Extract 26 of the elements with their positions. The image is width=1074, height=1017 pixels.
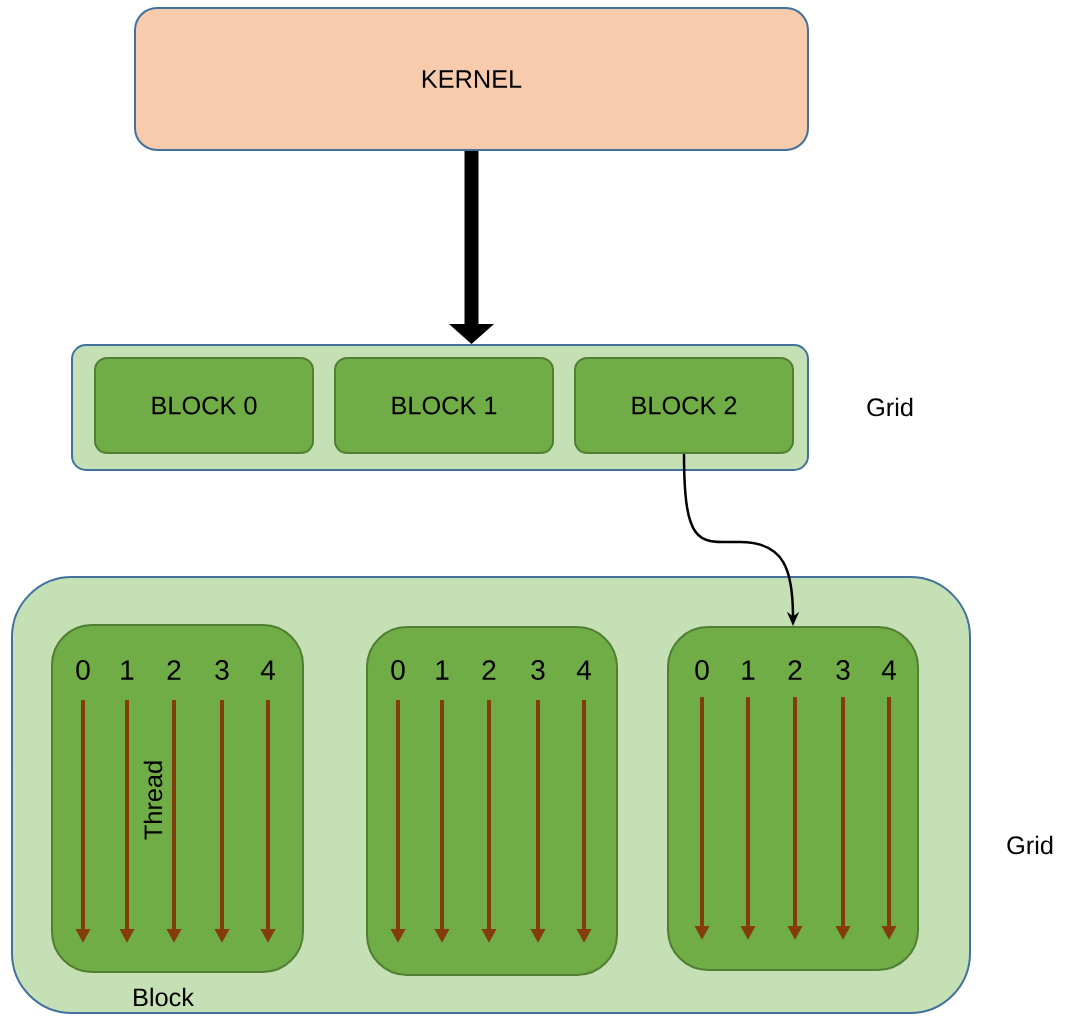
thread-number: 2 xyxy=(167,660,181,680)
thread-label: Thread xyxy=(142,758,164,842)
grid-label: Grid xyxy=(1007,835,1053,855)
thread-number: 2 xyxy=(788,660,802,680)
block-box: BLOCK 0 xyxy=(94,357,314,454)
thread-number: 4 xyxy=(881,660,896,680)
thread-number: 0 xyxy=(391,660,405,680)
thread-number: 3 xyxy=(836,660,850,680)
block-box: BLOCK 1 xyxy=(334,357,554,454)
thread-number: 1 xyxy=(436,660,449,680)
thread-number: 0 xyxy=(76,660,90,680)
thread-number: 0 xyxy=(695,660,709,680)
thread-number: 1 xyxy=(121,660,134,680)
thread-number: 1 xyxy=(742,660,755,680)
thread-number: 3 xyxy=(215,660,229,680)
thread-number: 4 xyxy=(576,660,591,680)
thread-number: 4 xyxy=(260,660,275,680)
thread-number: 2 xyxy=(482,660,496,680)
kernel-box: KERNEL xyxy=(134,7,809,151)
grid-label: Grid xyxy=(867,397,913,417)
block-label: Block xyxy=(134,987,194,1007)
thread-number: 3 xyxy=(531,660,545,680)
block-panel xyxy=(366,626,618,976)
block-panel xyxy=(51,624,304,973)
block-panel xyxy=(667,626,919,971)
block-box: BLOCK 2 xyxy=(574,357,794,454)
